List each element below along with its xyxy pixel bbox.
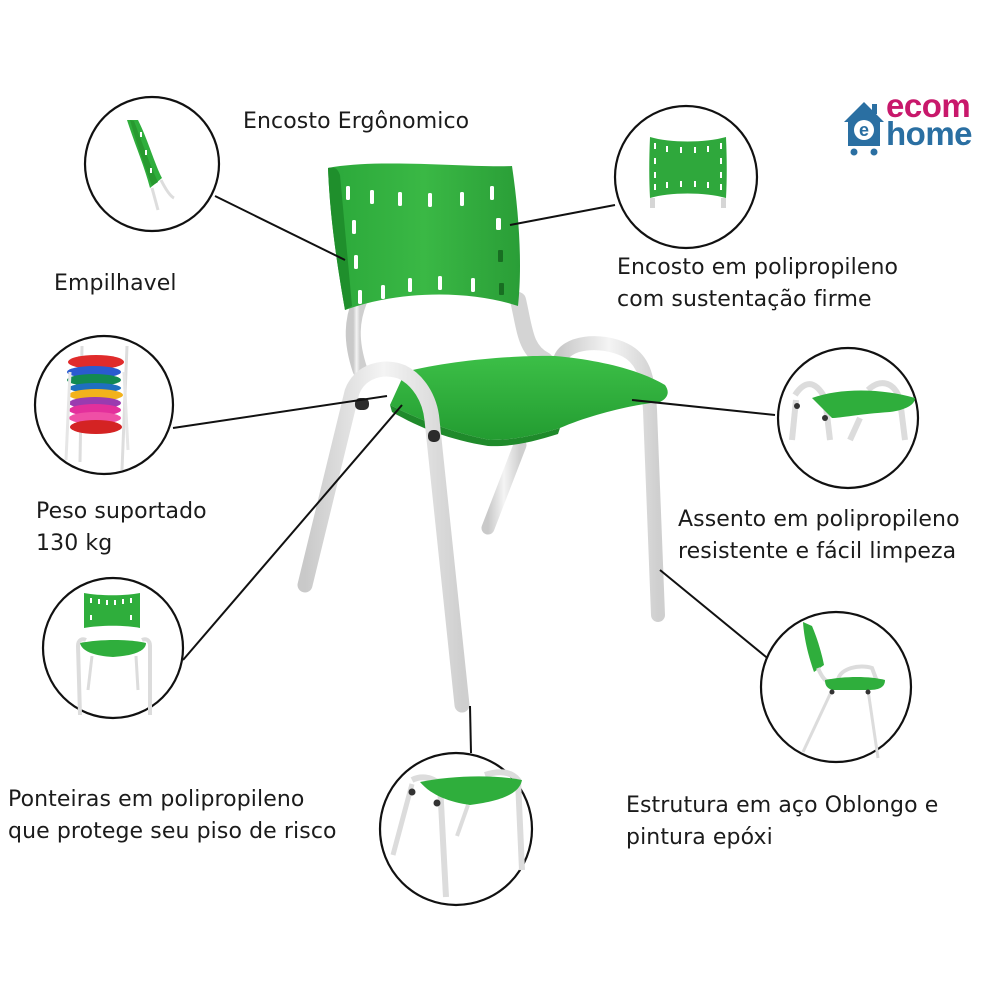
feature-backrest-ergonomic: Encosto Ergônomico <box>243 106 469 138</box>
svg-text:e: e <box>859 120 869 140</box>
feature-frame-steel: Estrutura em aço Oblongo e pintura epóxi <box>626 790 938 854</box>
circle-side-backrest <box>83 95 221 233</box>
feature-text: Encosto em polipropileno <box>617 255 899 280</box>
feature-text: Estrutura em aço Oblongo e <box>626 793 939 818</box>
house-cart-e-icon: e <box>844 102 884 156</box>
feature-text: que protege seu piso de risco <box>8 819 337 844</box>
circle-chair-legs <box>378 751 534 907</box>
feature-feet-caps: Ponteiras em polipropileno que protege s… <box>8 784 337 848</box>
circle-chair-side <box>759 610 913 764</box>
feature-text: Assento em polipropileno <box>678 507 960 532</box>
main-chair-illustration <box>297 163 668 713</box>
feature-text: Encosto Ergônomico <box>243 109 470 134</box>
brand-wordmark: ecom home <box>886 87 973 152</box>
feature-text: com sustentação firme <box>617 287 872 312</box>
feature-weight-capacity: Peso suportado 130 kg <box>36 496 207 560</box>
feature-text: pintura epóxi <box>626 825 773 850</box>
feature-text: Ponteiras em polipropileno <box>8 787 305 812</box>
circle-stacked-chairs <box>33 334 175 476</box>
brand-line1: ecom <box>886 87 971 124</box>
brand-line2: home <box>886 115 973 152</box>
feature-stackable: Empilhavel <box>54 268 177 300</box>
callout-lines <box>172 195 776 754</box>
circle-chair-front <box>41 576 185 720</box>
feature-text: Empilhavel <box>54 271 177 296</box>
circle-seat-closeup <box>776 346 920 490</box>
feature-text: Peso suportado <box>36 499 207 524</box>
brand-logo: e ecom home <box>842 87 987 158</box>
feature-seat-polypropylene: Assento em polipropileno resistente e fá… <box>678 504 960 568</box>
feature-text: resistente e fácil limpeza <box>678 539 957 564</box>
feature-backrest-polypropylene: Encosto em polipropileno com sustentação… <box>617 252 898 316</box>
circle-backrest-front <box>613 104 759 250</box>
feature-text: 130 kg <box>36 531 113 556</box>
